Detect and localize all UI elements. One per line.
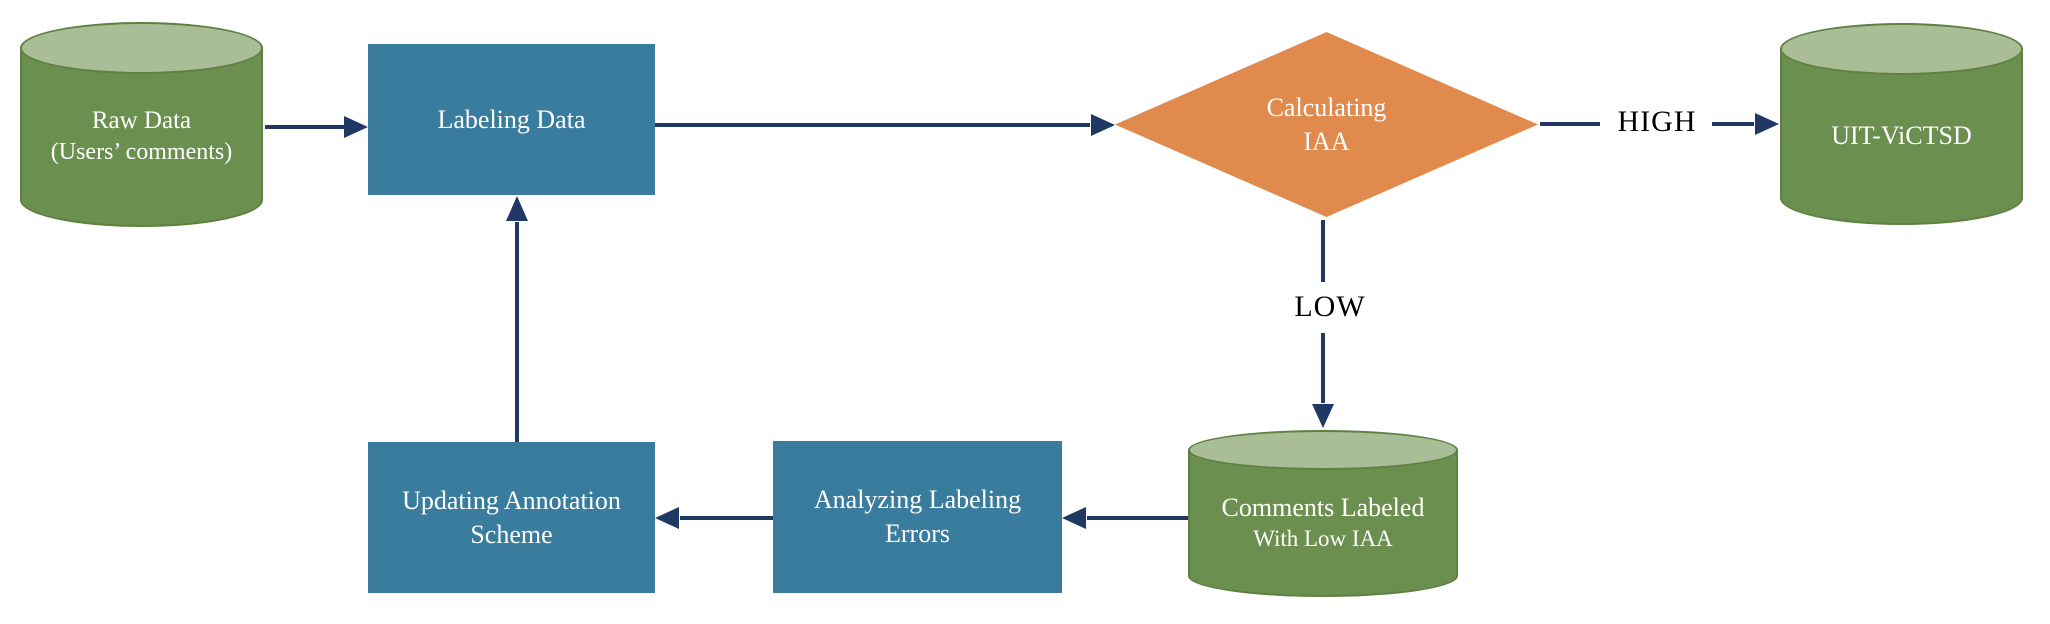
node-label: Labeling Data (437, 104, 586, 134)
node-label: Analyzing Labeling (813, 485, 1022, 515)
node-sublabel: Scheme (470, 519, 553, 549)
node-label: Calculating (1266, 93, 1387, 123)
node-uit-victsd: UIT-ViCTSD (1780, 23, 2023, 225)
node-updating-scheme: Updating Annotation Scheme (368, 442, 655, 593)
node-raw-data-body: Raw Data (Users’ comments) (20, 47, 263, 227)
edge-label-low: LOW (1275, 287, 1385, 327)
cylinder-top-ellipse (20, 22, 263, 74)
diamond-shape (1115, 32, 1538, 217)
edge-label-high: HIGH (1602, 102, 1712, 142)
node-labeling-data: Labeling Data (368, 44, 655, 195)
node-comments-low-iaa: Comments Labeled With Low IAA (1188, 430, 1458, 597)
node-uit-victsd-body: UIT-ViCTSD (1780, 48, 2023, 225)
cylinder-top-ellipse (1188, 430, 1458, 470)
edge-updating-to-labeling (506, 196, 528, 442)
node-sublabel: IAA (1303, 126, 1350, 156)
edge-analyzing-to-updating (655, 507, 773, 529)
node-label: Updating Annotation (402, 485, 621, 515)
node-analyzing-errors: Analyzing Labeling Errors (773, 441, 1062, 593)
edge-labeling-to-iaa (655, 114, 1115, 136)
edge-label-text: HIGH (1617, 105, 1697, 138)
edge-comments-to-analyzing (1062, 507, 1188, 529)
node-sublabel: Errors (885, 519, 950, 548)
node-calculating-iaa: Calculating IAA (1115, 32, 1538, 217)
node-raw-data: Raw Data (Users’ comments) (20, 22, 263, 227)
node-iaa-text: Calculating IAA (1115, 32, 1538, 217)
node-label: Comments Labeled (1221, 492, 1425, 522)
edge-raw-to-labeling (265, 116, 368, 138)
node-sublabel: (Users’ comments) (50, 138, 233, 165)
node-label: Raw Data (91, 106, 192, 134)
node-comments-low-iaa-body: Comments Labeled With Low IAA (1188, 449, 1458, 597)
node-label: UIT-ViCTSD (1831, 120, 1972, 150)
edge-label-text: LOW (1294, 290, 1366, 323)
node-sublabel: With Low IAA (1253, 525, 1393, 551)
cylinder-top-ellipse (1780, 23, 2023, 75)
